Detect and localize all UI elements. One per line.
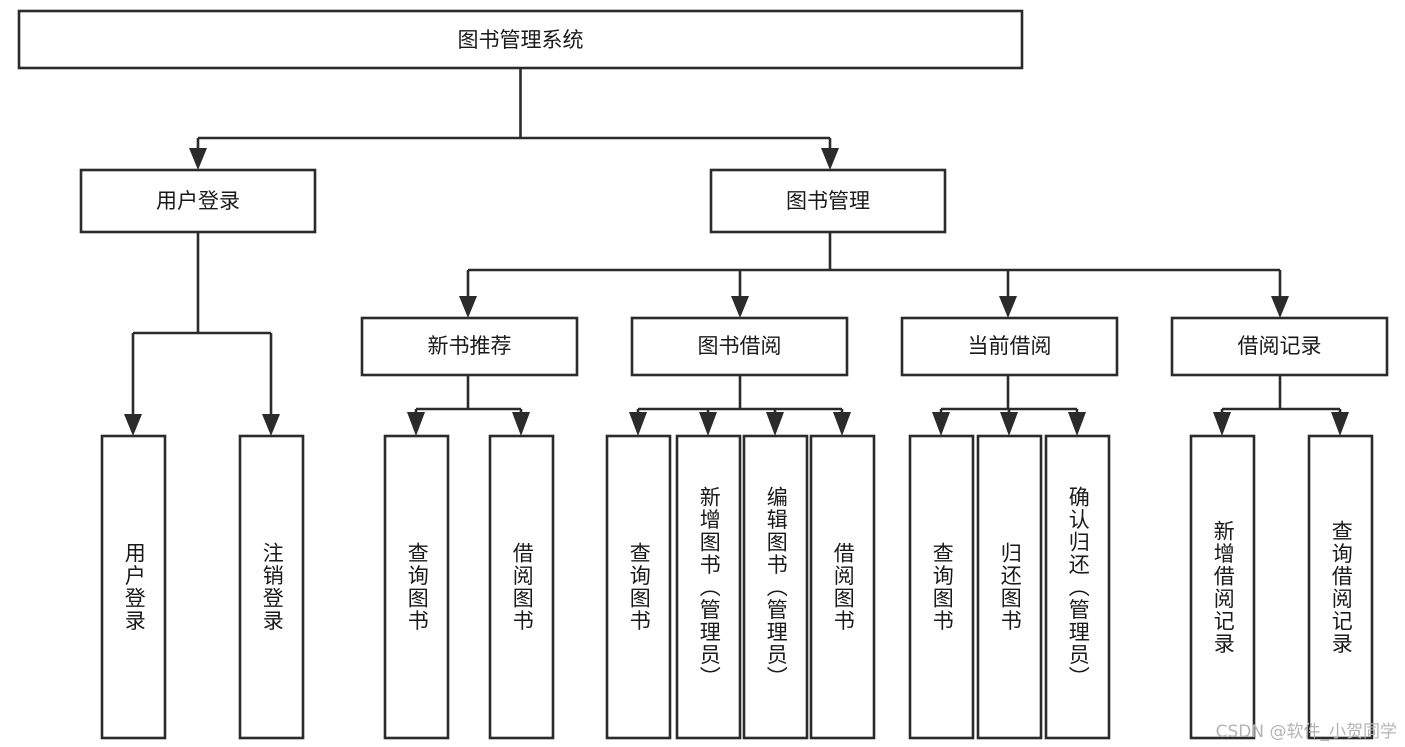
arrow-current-borrow	[999, 296, 1017, 318]
node-leaf-return-book-box[interactable]	[976, 434, 1043, 740]
connector-group-book-management	[459, 232, 1289, 318]
arrow-leaf-query-book-2	[629, 412, 647, 436]
node-root-label: 图书管理系统	[458, 28, 584, 52]
node-leaf-query-book-1-box[interactable]	[383, 434, 450, 740]
arrow-leaf-return-book	[1000, 412, 1018, 436]
node-borrow-record-label: 借阅记录	[1238, 334, 1322, 358]
node-user-login[interactable]: 用户登录	[79, 168, 317, 234]
node-root-box[interactable]	[17, 9, 1024, 70]
arrow-leaf-edit-book	[766, 412, 784, 436]
node-current-borrow-box[interactable]	[900, 316, 1119, 377]
node-leaf-add-book-box[interactable]	[675, 434, 742, 740]
connector-group-root	[189, 68, 839, 170]
arrow-leaf-query-record	[1331, 412, 1349, 436]
node-new-book-recommend[interactable]: 新书推荐	[360, 316, 579, 377]
arrow-borrow-record	[1271, 296, 1289, 318]
node-leaf-edit-book-box[interactable]	[742, 434, 809, 740]
arrow-leaf-confirm-return	[1068, 412, 1086, 436]
node-root[interactable]: 图书管理系统	[17, 9, 1024, 70]
node-book-borrow-box[interactable]	[630, 316, 849, 377]
connector-group-current-borrow	[932, 375, 1086, 436]
node-book-borrow-label: 图书借阅	[698, 334, 782, 358]
node-new-book-recommend-box[interactable]	[360, 316, 579, 377]
arrow-leaf-query-book-3	[932, 412, 950, 436]
node-borrow-record[interactable]: 借阅记录	[1170, 316, 1389, 377]
node-leaf-query-record-box[interactable]	[1307, 434, 1374, 740]
arrow-user-login	[189, 148, 207, 170]
csdn-watermark: CSDN @软件_小贺同学	[1215, 722, 1397, 742]
node-user-login-label: 用户登录	[156, 189, 240, 213]
connector-group-book-borrow	[629, 375, 851, 436]
arrow-leaf-user-logout	[262, 414, 280, 436]
connector-group-new-book-recommend	[407, 375, 530, 436]
node-book-borrow[interactable]: 图书借阅	[630, 316, 849, 377]
node-leaf-user-logout-box[interactable]	[238, 434, 305, 740]
connector-group-user-login	[124, 232, 280, 436]
arrow-book-management	[821, 148, 839, 170]
node-leaf-borrow-book-1-box[interactable]	[488, 434, 555, 740]
node-book-management-label: 图书管理	[786, 189, 870, 213]
leaf-box-group	[100, 434, 1374, 740]
node-user-login-box[interactable]	[79, 168, 317, 234]
node-new-book-recommend-label: 新书推荐	[428, 334, 512, 358]
node-leaf-add-record-box[interactable]	[1189, 434, 1256, 740]
arrow-leaf-borrow-book-2	[833, 412, 851, 436]
arrow-leaf-add-record	[1213, 412, 1231, 436]
arrow-leaf-add-book	[699, 412, 717, 436]
arrow-leaf-user-login	[124, 414, 142, 436]
node-borrow-record-box[interactable]	[1170, 316, 1389, 377]
node-leaf-user-login-box[interactable]	[100, 434, 167, 740]
arrow-new-book-recommend	[459, 296, 477, 318]
arrow-leaf-query-book-1	[407, 412, 425, 436]
arrow-leaf-borrow-book-1	[512, 412, 530, 436]
node-current-borrow[interactable]: 当前借阅	[900, 316, 1119, 377]
node-book-management[interactable]: 图书管理	[709, 168, 947, 234]
node-leaf-confirm-return-box[interactable]	[1044, 434, 1111, 740]
node-current-borrow-label: 当前借阅	[968, 334, 1052, 358]
connector-group-borrow-record	[1213, 375, 1349, 436]
node-book-management-box[interactable]	[709, 168, 947, 234]
node-leaf-borrow-book-2-box[interactable]	[809, 434, 876, 740]
node-leaf-query-book-3-box[interactable]	[908, 434, 975, 740]
node-leaf-query-book-2-box[interactable]	[605, 434, 672, 740]
arrow-book-borrow	[731, 296, 749, 318]
